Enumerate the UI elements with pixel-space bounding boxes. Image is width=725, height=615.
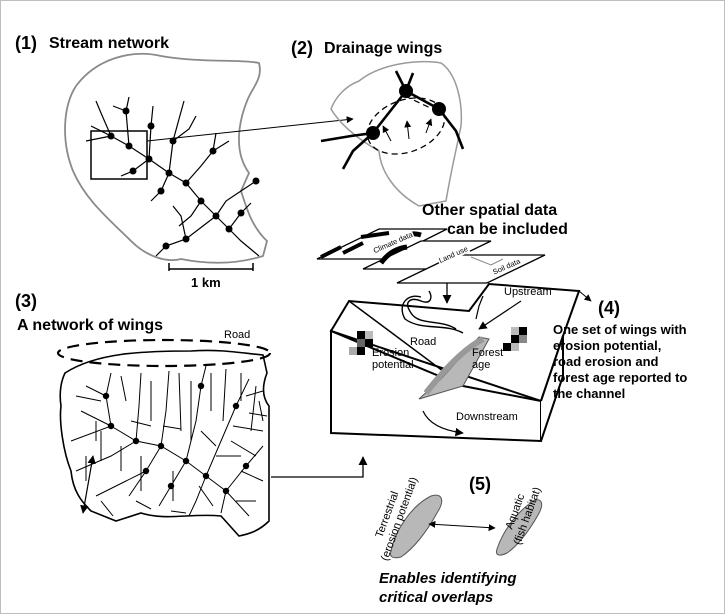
caption-line-1: Enables identifying (379, 570, 517, 587)
panel3-number: (3) (15, 291, 37, 311)
watershed-outline (64, 52, 269, 264)
scale-label: 1 km (191, 275, 221, 290)
forest-grid-cells (503, 327, 527, 351)
panel4-desc-5: the channel (553, 386, 626, 401)
zoom-box (90, 130, 148, 180)
spatial-title-1: Other spatial data (422, 202, 558, 219)
panel1-title: Stream network (49, 35, 170, 52)
panel4-desc-2: erosion potential, (553, 338, 662, 353)
panel4-desc-3: road erosion and (553, 354, 659, 369)
road-label-network: Road (224, 329, 251, 341)
erosion-label: Erosion potential (372, 347, 414, 371)
panel4-number: (4) (598, 298, 620, 318)
stream-channels (85, 96, 260, 257)
panel3-title: A network of wings (17, 317, 164, 334)
panel2-title: Drainage wings (324, 40, 443, 57)
caption-line-2: critical overlaps (379, 589, 494, 606)
road-label-block: Road (410, 336, 437, 348)
overlap-comparison (390, 494, 543, 559)
upstream-label: Upstream (504, 286, 552, 298)
drainage-wings-detail (320, 60, 465, 207)
panel1-number: (1) (15, 33, 37, 53)
wings-network (56, 338, 368, 537)
panel2-number: (2) (291, 38, 313, 58)
zoom-arrow (146, 116, 354, 142)
stream-nodes (107, 107, 260, 250)
downstream-label: Downstream (456, 411, 518, 423)
forest-label: Forest age (472, 347, 504, 371)
wing-block (329, 282, 592, 443)
erosion-grid-cells (349, 331, 373, 355)
panel5-number: (5) (469, 474, 491, 494)
panel4-desc-1: One set of wings with (553, 322, 687, 337)
spatial-title-2: can be included (447, 221, 568, 238)
scale-bar (168, 263, 254, 271)
panel4-desc-4: forest age reported to (553, 370, 688, 385)
